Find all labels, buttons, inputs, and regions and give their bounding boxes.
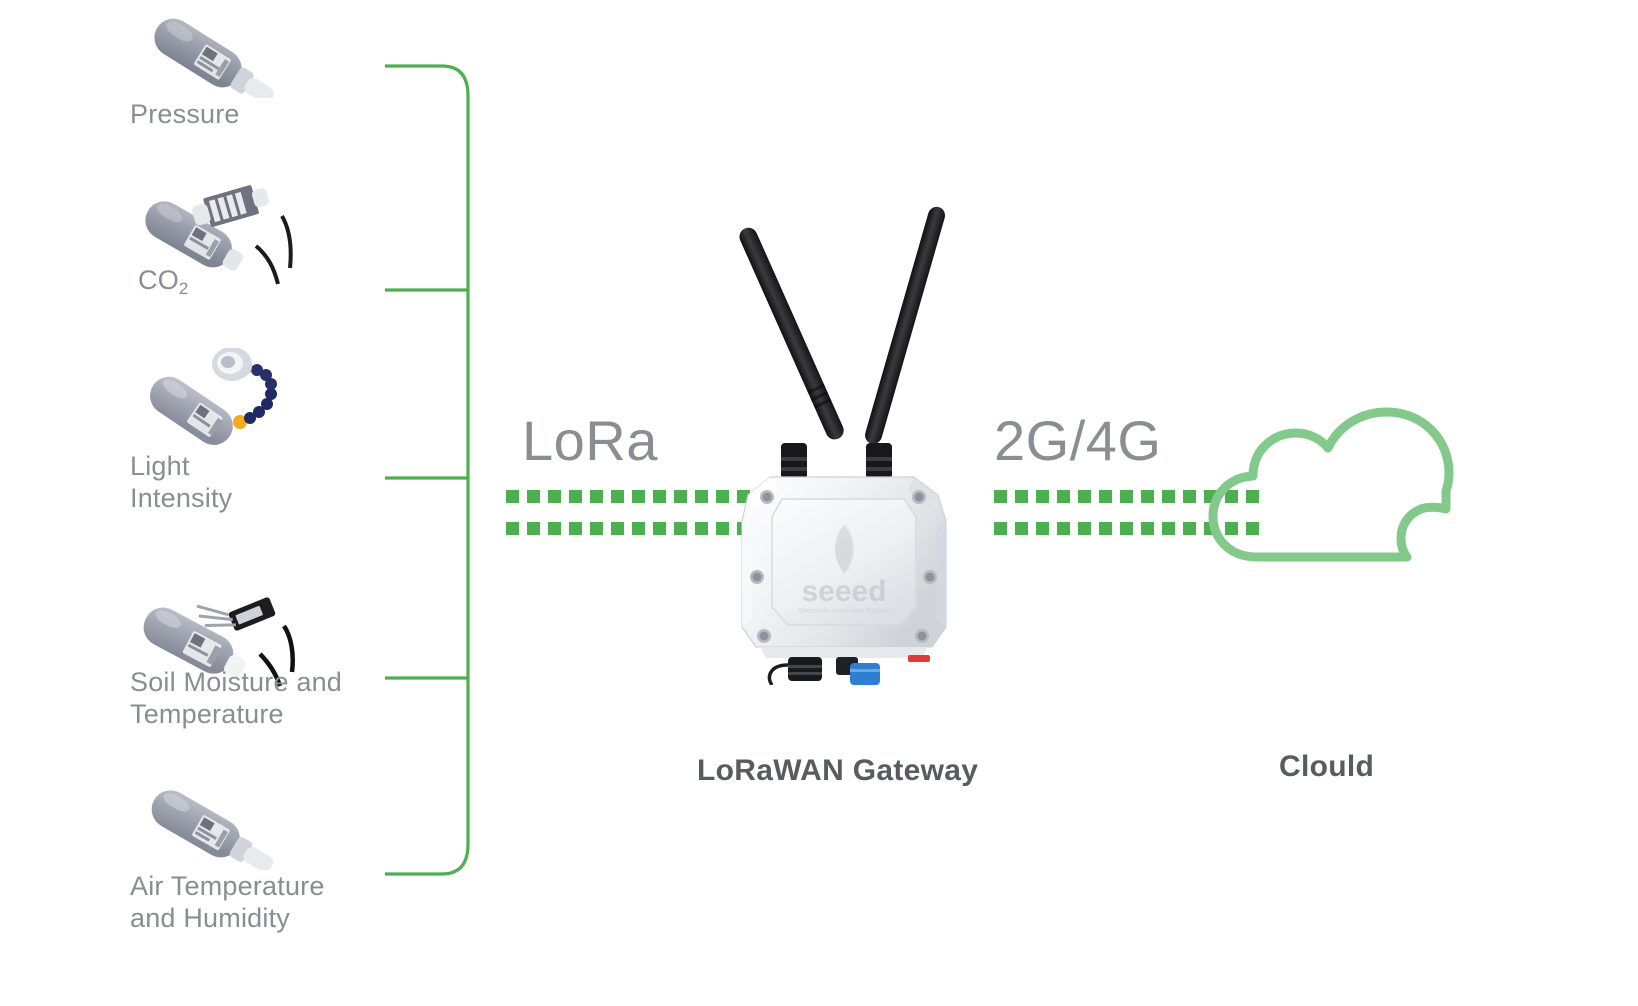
- sensor-label-soil: Soil Moisture and Temperature: [130, 667, 343, 729]
- transmission-dot: [1036, 490, 1049, 503]
- transmission-dot: [1225, 490, 1238, 503]
- cloud-icon: [1208, 407, 1454, 562]
- sensor-label-co2: CO2: [138, 265, 189, 298]
- transmission-dot: [569, 490, 582, 503]
- gateway-bottom-panel: [760, 647, 928, 658]
- transmission-dot: [1036, 522, 1049, 535]
- transmission-dot: [1099, 490, 1112, 503]
- transmission-dot: [569, 522, 582, 535]
- transmission-dot: [994, 522, 1007, 535]
- transmission-dot: [1225, 522, 1238, 535]
- transmission-dot: [674, 522, 687, 535]
- transmission-dot: [1078, 490, 1091, 503]
- seeed-logo-icon: [835, 524, 854, 574]
- transmission-dot: [695, 522, 708, 535]
- transmission-dot: [1183, 522, 1196, 535]
- transmission-dot: [674, 490, 687, 503]
- cellular-dotted-line-1: [994, 490, 1259, 503]
- transmission-dot: [653, 522, 666, 535]
- transmission-dot: [1183, 490, 1196, 503]
- transmission-dot: [716, 490, 729, 503]
- gateway-lid: [771, 498, 917, 626]
- transmission-dot: [1162, 522, 1175, 535]
- transmission-dot: [716, 522, 729, 535]
- sensor-bracket: [385, 64, 470, 876]
- transmission-dot: [653, 490, 666, 503]
- transmission-dot: [695, 490, 708, 503]
- transmission-dot: [611, 490, 624, 503]
- caption-cloud: Clould: [1279, 750, 1375, 783]
- transmission-dot: [1141, 490, 1154, 503]
- lorawan-gateway-image: seeed Shenzhen Innovation Factory: [739, 206, 947, 687]
- air-sensor-image: [151, 790, 274, 870]
- transmission-dot: [548, 490, 561, 503]
- transmission-dot: [527, 490, 540, 503]
- caption-gateway: LoRaWAN Gateway: [697, 754, 979, 787]
- transmission-dot: [1099, 522, 1112, 535]
- transmission-dot: [527, 522, 540, 535]
- transmission-dot: [1078, 522, 1091, 535]
- transmission-dot: [632, 490, 645, 503]
- gateway-connectors: [767, 655, 930, 687]
- transmission-dot: [590, 522, 603, 535]
- link-label-cellular: 2G/4G: [994, 409, 1162, 472]
- transmission-dot: [1141, 522, 1154, 535]
- gateway-brand-tagline: Shenzhen Innovation Factory: [798, 608, 890, 615]
- transmission-dot: [994, 490, 1007, 503]
- cloud-node: [1205, 405, 1465, 575]
- transmission-dot: [506, 490, 519, 503]
- link-label-lora: LoRa: [522, 409, 658, 472]
- transmission-dot: [506, 522, 519, 535]
- transmission-dot: [1057, 490, 1070, 503]
- sensor-label-pressure: Pressure: [130, 99, 240, 129]
- gateway-screws: [750, 490, 937, 643]
- transmission-dot: [1120, 490, 1133, 503]
- transmission-dot: [1057, 522, 1070, 535]
- transmission-dot: [1246, 522, 1259, 535]
- sensor-label-light: Light Intensity: [130, 451, 233, 513]
- pressure-sensor-image: [154, 18, 274, 98]
- transmission-dot: [611, 522, 624, 535]
- transmission-dot: [548, 522, 561, 535]
- light-intensity-sensor-image: [150, 348, 277, 445]
- transmission-dot: [1015, 522, 1028, 535]
- transmission-dot: [1246, 490, 1259, 503]
- transmission-dot: [1162, 490, 1175, 503]
- gateway-brand-text: seeed: [801, 575, 886, 608]
- transmission-dot: [1120, 522, 1133, 535]
- transmission-dot: [590, 490, 603, 503]
- transmission-dot: [1015, 490, 1028, 503]
- cellular-dotted-line-2: [994, 522, 1259, 535]
- transmission-dot: [632, 522, 645, 535]
- sensor-label-air: Air Temperature and Humidity: [130, 871, 325, 933]
- antenna-left: [739, 227, 844, 440]
- antenna-right: [865, 206, 945, 444]
- lorawan-gateway-node: seeed Shenzhen Innovation Factory: [700, 195, 1040, 687]
